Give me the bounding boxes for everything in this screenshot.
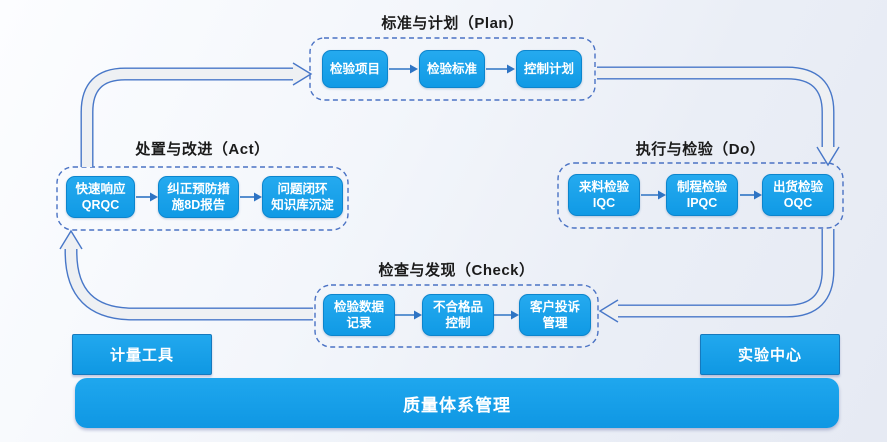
node-nonconforming-control: 不合格品 控制 bbox=[422, 294, 494, 336]
node-inspection-standards: 检验标准 bbox=[419, 50, 485, 88]
arrow-act-to-plan bbox=[80, 62, 313, 167]
node-customer-complaints: 客户投诉 管理 bbox=[519, 294, 591, 336]
node-inspection-items: 检验项目 bbox=[322, 50, 388, 88]
do-section-title: 执行与检验（Do） bbox=[635, 141, 766, 158]
arrowhead-left-icon bbox=[598, 299, 619, 323]
act-connectors bbox=[136, 192, 262, 202]
node-oqc: 出货检验 OQC bbox=[762, 174, 834, 216]
arrowhead-right-icon bbox=[292, 62, 313, 86]
plan-section-frame bbox=[309, 37, 596, 101]
node-ipqc: 制程检验 IPQC bbox=[666, 174, 738, 216]
support-measuring-tools: 计量工具 bbox=[72, 334, 212, 375]
arrowhead-down-icon bbox=[816, 146, 840, 167]
act-section-frame bbox=[56, 166, 349, 231]
arrow-plan-to-do bbox=[597, 66, 840, 167]
plan-section-title: 标准与计划（Plan） bbox=[381, 15, 524, 32]
arrow-do-to-check bbox=[598, 229, 835, 323]
node-control-plan: 控制计划 bbox=[516, 50, 582, 88]
node-knowledge-base: 问题闭环 知识库沉淀 bbox=[262, 176, 343, 218]
plan-connectors bbox=[389, 64, 515, 74]
check-section-title: 检查与发现（Check） bbox=[378, 262, 535, 279]
node-inspection-data-records: 检验数据 记录 bbox=[323, 294, 395, 336]
arrowhead-up-icon bbox=[59, 229, 83, 250]
foundation-quality-system-bar: 质量体系管理 bbox=[75, 378, 839, 428]
node-iqc: 来料检验 IQC bbox=[568, 174, 640, 216]
do-connectors bbox=[641, 190, 762, 200]
node-qrqc: 快速响应 QRQC bbox=[66, 176, 135, 218]
act-section-title: 处置与改进（Act） bbox=[135, 141, 270, 158]
check-section-frame bbox=[314, 284, 599, 348]
node-8d-report: 纠正预防措 施8D报告 bbox=[158, 176, 239, 218]
check-connectors bbox=[395, 310, 519, 320]
support-lab-center: 实验中心 bbox=[700, 334, 840, 375]
do-section-frame bbox=[557, 162, 844, 229]
arrow-check-to-act bbox=[59, 229, 313, 321]
